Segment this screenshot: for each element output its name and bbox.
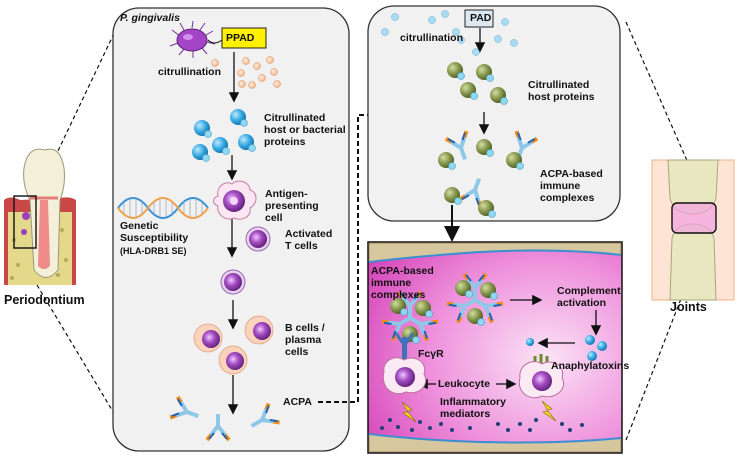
anaphylatoxin-dots (526, 335, 607, 361)
leukocyte-label: Leukocyte (438, 378, 490, 390)
dna-helix-icon (117, 197, 209, 219)
citrullination-label-right: citrullination (400, 32, 463, 44)
b-and-plasma-cells (193, 315, 274, 375)
periodontium-panel (112, 7, 350, 452)
knee-illustration (651, 159, 735, 301)
joint-fluid-panel (367, 5, 621, 222)
p-gingivalis-label: P. gingivalis (120, 12, 180, 24)
complement-label: Complement activation (557, 285, 621, 309)
t-cells-label: Activated T cells (285, 228, 333, 252)
ppad-label: PPAD (226, 32, 255, 44)
antigen-presenting-cell (213, 180, 257, 220)
flow-arrows-right-top (474, 28, 490, 135)
periodontium-label: Periodontium (4, 293, 85, 307)
citrullinated-host-label: Citrullinated host proteins (528, 79, 595, 103)
pad-label: PAD (470, 12, 492, 24)
citrullination-label-left: citrullination (158, 66, 221, 78)
flow-arrows-joint (417, 294, 602, 390)
mediator-dots (380, 418, 584, 432)
b-cells-label: B cells / plasma cells (285, 322, 325, 358)
genetic-susceptibility-label: Genetic Susceptibility (120, 220, 189, 244)
apc-label: Antigen- presenting cell (265, 188, 319, 224)
joints-label: Joints (670, 300, 707, 314)
lightning-icons (401, 400, 557, 423)
ppad-box (221, 27, 267, 49)
pad-box (464, 9, 494, 28)
leukocyte-left (382, 332, 427, 395)
citrullinated-proteins-label: Citrullinated host or bacterial proteins (264, 112, 346, 148)
hla-label: (HLA-DRB1 SE) (120, 246, 187, 256)
p-gingivalis-bacterium (169, 20, 216, 58)
fcr-label: FcγR (418, 348, 444, 360)
peptide-dots (211, 56, 281, 89)
acpa-label: ACPA (283, 396, 312, 408)
leukocyte-right (518, 354, 564, 399)
tooth-illustration (4, 148, 76, 285)
immune-complexes-label-top: ACPA-based immune complexes (540, 168, 603, 204)
anaphylatoxins-label: Anaphylatoxins (551, 360, 630, 372)
inflammatory-mediators-label: Inflammatory mediators (440, 396, 506, 420)
immune-complexes-label-joint: ACPA-based immune complexes (371, 265, 434, 301)
